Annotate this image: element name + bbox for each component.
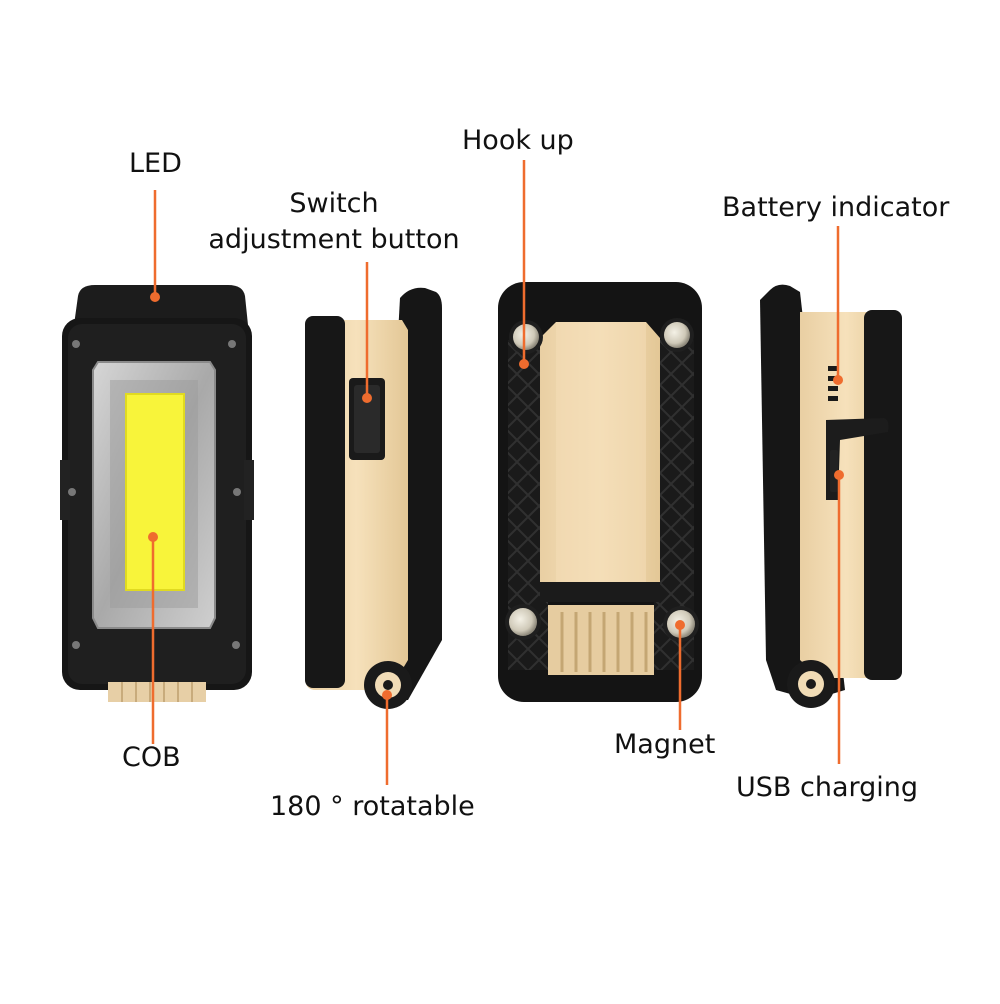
led-label: LED	[129, 148, 182, 179]
hook-up-label: Hook up	[462, 125, 574, 156]
side-view-switch	[305, 287, 442, 709]
switch-label-line2: adjustment button	[208, 224, 460, 255]
magnet-label: Magnet	[614, 729, 716, 760]
rotatable-label: 180 ° rotatable	[270, 791, 475, 822]
usb-charging-label: USB charging	[736, 772, 919, 803]
callouts	[148, 160, 844, 785]
switch-label-line1: Switch	[289, 188, 379, 219]
cob-label: COB	[122, 742, 181, 773]
switch-adjustment-label: Switch adjustment button	[200, 186, 468, 258]
battery-indicator-label: Battery indicator	[722, 192, 950, 223]
side-view-battery	[760, 284, 902, 708]
front-view	[60, 285, 254, 702]
back-view	[498, 282, 702, 702]
